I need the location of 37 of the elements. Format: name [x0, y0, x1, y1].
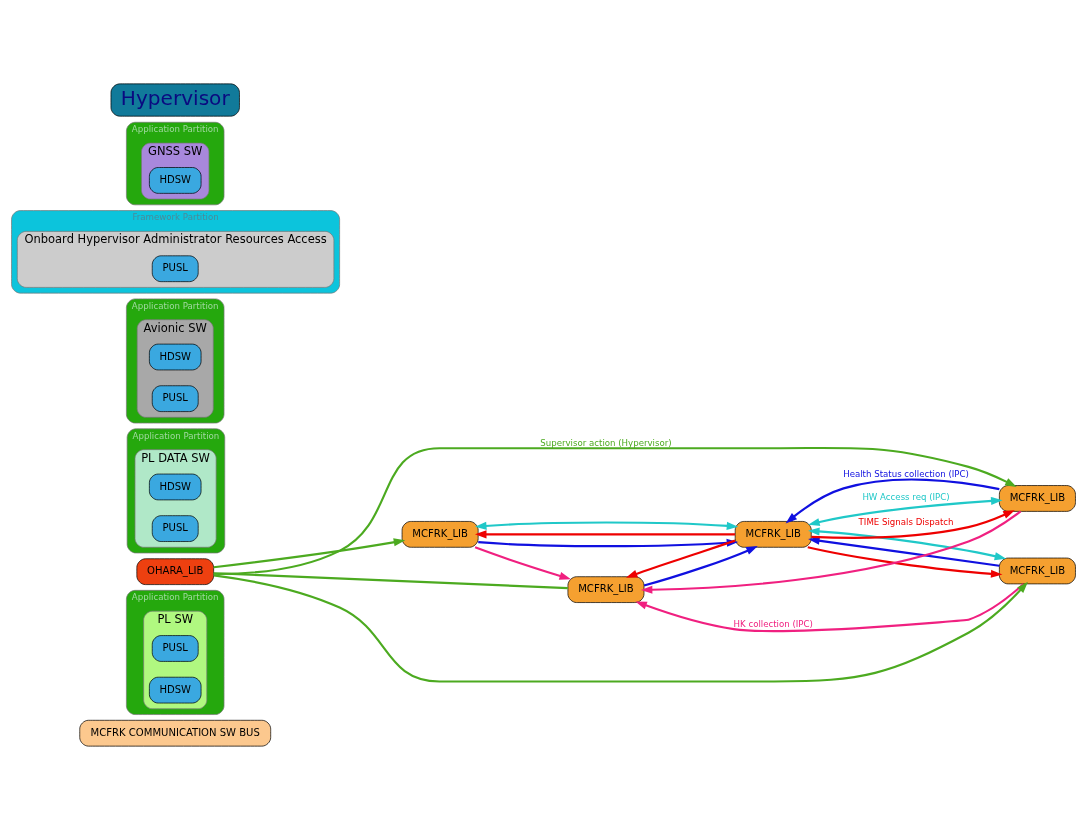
arrow: [475, 530, 735, 539]
arrow: [808, 536, 1000, 567]
node-box: HDSW: [149, 473, 202, 501]
edge-label: HK collection (IPC): [733, 618, 813, 629]
arrow: [807, 546, 1003, 578]
edge-label: HW Access req (IPC): [862, 492, 950, 503]
arrow: [625, 539, 736, 578]
arrow: [635, 583, 1025, 633]
connector: [213, 572, 568, 590]
node-box: MCFRK COMMUNICATION SW BUS: [79, 719, 272, 747]
arrow: [643, 546, 758, 587]
node-box: HDSW: [149, 343, 202, 371]
edge-label: Health Status collection (IPC): [843, 469, 969, 480]
node-box: MCFRK_LIB: [999, 485, 1076, 512]
node-box: PUSL: [151, 515, 199, 542]
edge-label: TIME Signals Dispatch: [858, 516, 954, 527]
arrow: [808, 527, 1007, 561]
node-box: HDSW: [149, 167, 202, 194]
node-box: PUSL: [151, 385, 199, 412]
node-box: MCFRK_LIB: [567, 576, 645, 603]
node-box: MCFRK_LIB: [401, 521, 479, 548]
node-box: OHARA_LIB: [136, 558, 214, 585]
arrow: [785, 478, 1000, 524]
node-box: PUSL: [151, 255, 199, 282]
node-box: MCFRK_LIB: [734, 521, 812, 548]
arrow: [474, 546, 571, 580]
arrow: [213, 446, 1017, 575]
node-box: Hypervisor: [110, 83, 240, 117]
node-box: MCFRK_LIB: [999, 557, 1076, 585]
arrow: [811, 510, 1015, 539]
node-box: HDSW: [149, 676, 202, 704]
node-box: PUSL: [151, 635, 199, 662]
arrow: [808, 496, 1003, 526]
arrow: [213, 538, 406, 569]
arrow: [640, 510, 1022, 594]
edge-label: Supervisor action (Hypervisor): [540, 437, 672, 448]
arrow: [475, 521, 739, 530]
